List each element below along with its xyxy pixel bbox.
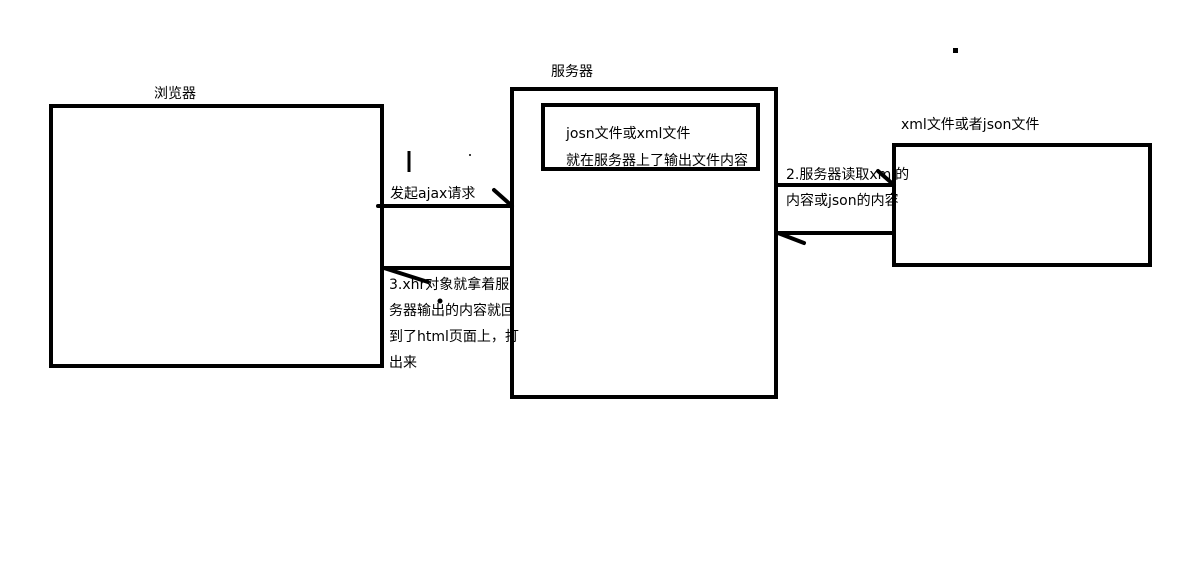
stray-dot xyxy=(953,48,958,53)
file-label: xml文件或者json文件 xyxy=(901,117,1040,133)
request-label: 发起ajax请求 xyxy=(390,186,476,202)
response-arrowhead xyxy=(382,266,430,284)
read-arrowhead xyxy=(876,169,896,187)
stray-dot xyxy=(437,298,443,304)
request-arrowhead xyxy=(492,188,514,208)
browser-box xyxy=(49,104,384,368)
server-box xyxy=(510,87,778,399)
response-label-line1: 3.xhr对象就拿着服 xyxy=(389,277,510,293)
response-label-line4: 出来 xyxy=(389,355,417,371)
read-label-line2: 内容或json的内容 xyxy=(786,193,899,209)
server-inner-box xyxy=(541,103,760,171)
file-box xyxy=(892,143,1152,267)
server-label: 服务器 xyxy=(551,64,593,80)
server-inner-line1: josn文件或xml文件 xyxy=(566,126,691,142)
stray-dot xyxy=(469,154,471,156)
response-label-line2: 务器输出的内容就回 xyxy=(389,303,515,319)
read-label-line1: 2.服务器读取xml的 xyxy=(786,167,910,183)
server-inner-line2: 就在服务器上了输出文件内容 xyxy=(566,153,748,169)
return-arrowhead xyxy=(776,231,806,245)
browser-label: 浏览器 xyxy=(154,86,196,102)
response-label-line3: 到了html页面上，打 xyxy=(389,329,519,345)
